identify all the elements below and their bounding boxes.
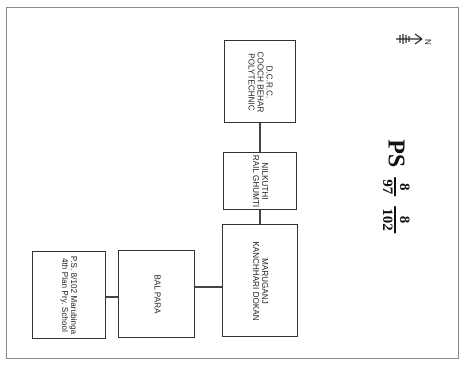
- north-arrow-icon: N: [396, 33, 432, 45]
- map-frame: [6, 7, 459, 359]
- title-frac1-den: 97: [379, 179, 395, 195]
- title-frac2-num: 8: [394, 206, 412, 233]
- title-frac1-num: 8: [394, 177, 412, 197]
- title-prefix: PS: [382, 139, 409, 168]
- node-ps-school-label: P.S. 8/102 Marubinga 4th Plan Pry. Schoo…: [60, 255, 78, 335]
- node-nilkuthi-label: NILKUTHI RAIL GHUMTI: [251, 154, 269, 208]
- title-frac2-den: 102: [379, 208, 395, 231]
- node-marugani: MARUGANJ KANCHHARI DOKAN: [222, 224, 298, 337]
- node-nilkuthi: NILKUTHI RAIL GHUMTI: [223, 152, 297, 210]
- title-fraction-2: 8 102: [379, 206, 412, 233]
- node-balpara: BAL PARA: [118, 250, 195, 338]
- title-fraction-1: 8 97: [379, 177, 412, 197]
- connector-marugani-balpara: [195, 286, 222, 288]
- node-balpara-label: BAL PARA: [152, 274, 161, 314]
- node-dcrc-label: D.C.R.C. COOCH BEHAR POLYTECHNIC: [246, 51, 274, 112]
- connector-dcrc-nilkuthi: [259, 123, 261, 152]
- node-ps-school: P.S. 8/102 Marubinga 4th Plan Pry. Schoo…: [32, 251, 106, 339]
- connector-nilkuthi-marugani: [259, 210, 261, 224]
- north-label: N: [423, 39, 432, 45]
- node-marugani-label: MARUGANJ KANCHHARI DOKAN: [251, 240, 269, 321]
- connector-balpara-ps: [106, 296, 118, 298]
- node-dcrc: D.C.R.C. COOCH BEHAR POLYTECHNIC: [224, 40, 296, 123]
- polling-station-title: PS 8 97 8 102: [379, 139, 412, 233]
